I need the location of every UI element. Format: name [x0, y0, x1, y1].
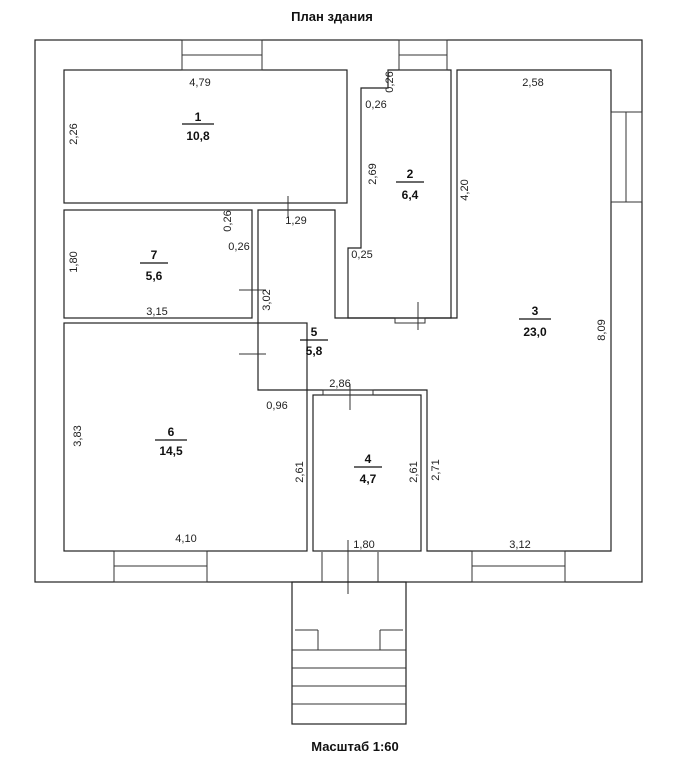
window-room-2: [394, 317, 426, 324]
room-3-label: 3 23,0: [519, 304, 551, 339]
svg-text:6,4: 6,4: [402, 188, 419, 202]
svg-text:0,26: 0,26: [222, 210, 234, 231]
svg-text:3: 3: [532, 304, 539, 318]
svg-text:4,79: 4,79: [189, 77, 210, 89]
window-bottom-right: [471, 550, 566, 583]
svg-text:2,61: 2,61: [294, 461, 306, 482]
svg-text:4: 4: [365, 452, 372, 466]
svg-text:2,71: 2,71: [430, 459, 442, 480]
svg-text:0,26: 0,26: [228, 241, 249, 253]
window-room-4: [322, 389, 374, 396]
svg-text:2,26: 2,26: [68, 123, 80, 144]
svg-text:14,5: 14,5: [159, 444, 183, 458]
svg-text:1: 1: [195, 110, 202, 124]
window-right: [610, 111, 643, 203]
svg-text:3,12: 3,12: [509, 539, 530, 551]
svg-text:6: 6: [168, 425, 175, 439]
svg-text:1,80: 1,80: [353, 539, 374, 551]
entrance-porch: [291, 552, 407, 725]
svg-text:4,7: 4,7: [360, 472, 377, 486]
scale-label: Масштаб 1:60: [311, 739, 399, 754]
room-5-label: 5 5,8: [300, 325, 328, 358]
svg-text:5,6: 5,6: [146, 269, 163, 283]
room-6: [63, 322, 308, 552]
svg-text:2,86: 2,86: [329, 378, 350, 390]
room-6-label: 6 14,5: [155, 425, 187, 458]
svg-text:4,20: 4,20: [459, 179, 471, 200]
room-4-label: 4 4,7: [354, 452, 382, 486]
svg-text:5: 5: [311, 325, 318, 339]
svg-text:10,8: 10,8: [186, 129, 210, 143]
svg-text:1,80: 1,80: [68, 251, 80, 272]
svg-text:3,15: 3,15: [146, 306, 167, 318]
svg-text:0,25: 0,25: [351, 249, 372, 261]
window-top-left: [181, 39, 263, 71]
outer-wall: [34, 39, 643, 583]
svg-text:3,83: 3,83: [72, 425, 84, 446]
dimension-labels: 4,79 2,26 1,29 0,26 0,26 2,69 0,25 2,58 …: [68, 71, 608, 551]
svg-text:0,26: 0,26: [384, 71, 396, 92]
svg-text:0,96: 0,96: [266, 400, 287, 412]
svg-text:4,10: 4,10: [175, 533, 196, 545]
svg-text:5,8: 5,8: [306, 344, 323, 358]
door-marks: [239, 196, 419, 594]
window-top-right: [398, 39, 448, 71]
room-2: [347, 69, 452, 319]
room-1-label: 1 10,8: [182, 110, 214, 143]
svg-text:7: 7: [151, 248, 158, 262]
svg-text:2,61: 2,61: [408, 461, 420, 482]
svg-text:3,02: 3,02: [261, 289, 273, 310]
window-bottom-left: [113, 550, 208, 583]
svg-text:23,0: 23,0: [523, 325, 547, 339]
room-7-label: 7 5,6: [140, 248, 168, 283]
svg-text:2,58: 2,58: [522, 77, 543, 89]
svg-text:8,09: 8,09: [596, 319, 608, 340]
svg-text:0,26: 0,26: [365, 99, 386, 111]
svg-text:2,69: 2,69: [367, 163, 379, 184]
room-2-label: 2 6,4: [396, 167, 424, 202]
svg-text:1,29: 1,29: [285, 215, 306, 227]
plan-title: План здания: [291, 9, 373, 24]
svg-text:2: 2: [407, 167, 414, 181]
room-7: [63, 209, 253, 319]
